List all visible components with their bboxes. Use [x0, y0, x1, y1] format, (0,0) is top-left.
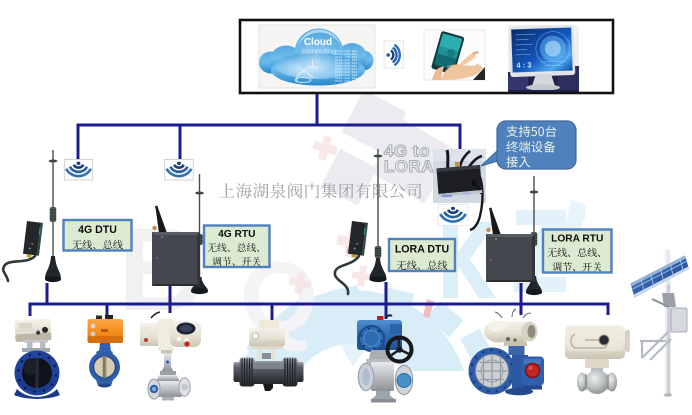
svg-text:0110 110 011: 0110 110 011 [335, 67, 357, 71]
svg-text:4G to: 4G to [384, 142, 430, 161]
svg-text:0110 110 011: 0110 110 011 [335, 79, 357, 83]
svg-text:4 : 3: 4 : 3 [516, 60, 531, 70]
svg-text:0110 110 011: 0110 110 011 [335, 58, 357, 62]
svg-text:0110 110 011: 0110 110 011 [335, 73, 357, 77]
svg-text:0110 110 011: 0110 110 011 [335, 76, 357, 80]
svg-text:4G DTU: 4G DTU [78, 224, 117, 236]
svg-text:0110 110 011: 0110 110 011 [335, 55, 357, 59]
svg-text:4G RTU: 4G RTU [218, 229, 255, 240]
svg-text:Cloud: Cloud [304, 37, 332, 48]
svg-text:computing: computing [302, 47, 337, 56]
svg-text:LORA DTU: LORA DTU [395, 244, 449, 256]
svg-text:0110 110 011: 0110 110 011 [335, 49, 357, 53]
svg-text:0110 110 011: 0110 110 011 [335, 52, 357, 56]
svg-text:LORA: LORA [384, 157, 434, 176]
svg-text:0110 110 011: 0110 110 011 [335, 64, 357, 68]
svg-text:0110 110 011: 0110 110 011 [335, 61, 357, 65]
svg-text:0110 110 011: 0110 110 011 [335, 70, 357, 74]
svg-text:LORA RTU: LORA RTU [551, 233, 603, 244]
